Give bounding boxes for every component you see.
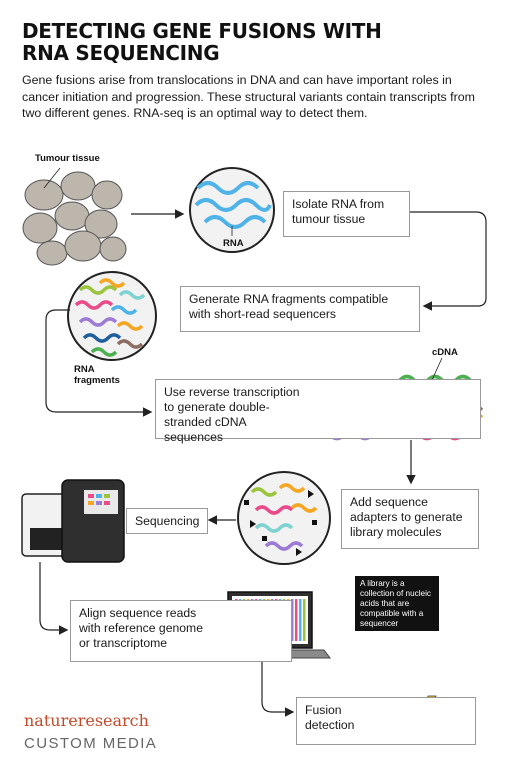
step-generate-fragments: Generate RNA fragments compatible with s… (180, 286, 420, 332)
step-sequencing: Sequencing (126, 508, 208, 534)
intro-text: Gene fusions arise from translocations i… (22, 73, 475, 120)
brand-logo: natureresearch (24, 711, 149, 730)
cdna-label: cDNA (432, 347, 458, 358)
rna-fragments-circle-icon (67, 271, 157, 361)
sequence-read-bar (295, 599, 298, 641)
brand-subtitle: CUSTOM MEDIA (24, 735, 158, 752)
sequence-read-bar (299, 599, 302, 641)
step-isolate-rna: Isolate RNA from tumour tissue (283, 191, 410, 237)
rna-circle-icon (189, 167, 275, 253)
step-fusion-detection: Fusion detection (296, 697, 476, 745)
rna-label: RNA (223, 238, 244, 249)
tumour-tissue-label: Tumour tissue (35, 153, 100, 164)
step-reverse-transcription: Use reverse transcription to generate do… (155, 379, 481, 444)
title-line-1: DETECTING GENE FUSIONS WITH (22, 19, 382, 43)
sequence-read-bar (303, 599, 306, 641)
title-line-2: RNA SEQUENCING (22, 41, 220, 65)
tumour-tissue-icon (22, 171, 127, 266)
page-title: DETECTING GENE FUSIONS WITH RNA SEQUENCI… (22, 20, 492, 64)
rna-fragments-label-line-1: RNA (74, 364, 95, 375)
rna-fragments-label-line-2: fragments (74, 375, 120, 386)
rna-fragments-label: RNA fragments (74, 364, 120, 386)
sequencer-machine-icon (21, 479, 125, 563)
library-definition-note: A library is a collection of nucleic aci… (355, 576, 439, 631)
sequence-read-bar (291, 599, 294, 641)
step-align-reads: Align sequence reads with reference geno… (70, 600, 292, 662)
step-add-adapters: Add sequence adapters to generate librar… (341, 489, 479, 549)
library-circle-icon (237, 471, 331, 565)
